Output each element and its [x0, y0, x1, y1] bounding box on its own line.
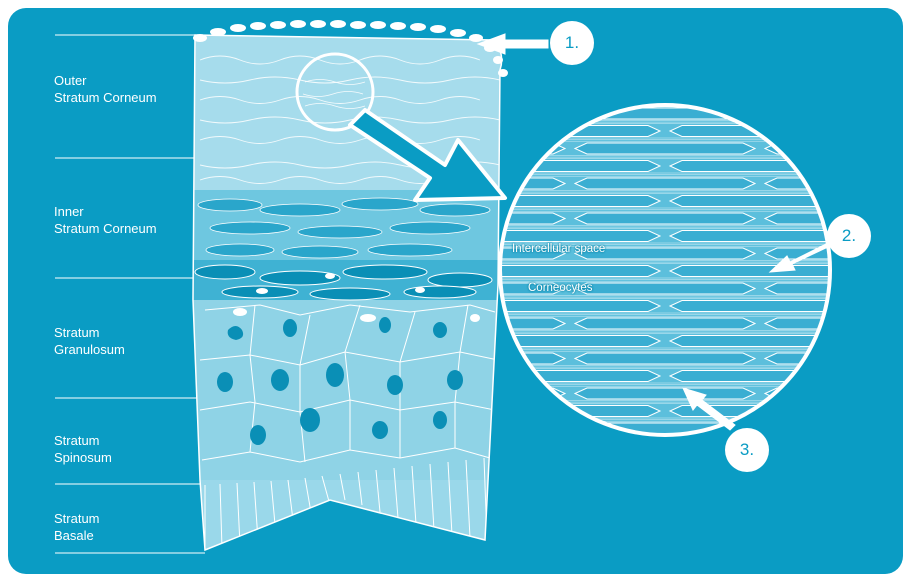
layer-label-stratum-basale: Stratum Basale — [54, 510, 100, 544]
corneocyte-cell — [575, 388, 755, 399]
corneocyte-cell — [480, 231, 660, 242]
layer-separator-lines — [55, 35, 205, 553]
corneocyte-cell — [480, 196, 660, 207]
corneocyte-cell — [575, 283, 755, 294]
corneocyte-cell — [575, 143, 755, 154]
callout-2: 2. — [827, 214, 871, 258]
corneocyte-cell — [575, 178, 755, 189]
corneocyte-cell — [670, 161, 850, 172]
corneocyte-cell — [575, 318, 755, 329]
corneocytes-label: Corneocytes — [528, 282, 593, 294]
intercellular-space-label: Intercellular space — [512, 243, 605, 255]
corneocyte-cell — [480, 161, 660, 172]
corneocyte-cell — [765, 108, 903, 119]
corneocyte-cell — [480, 371, 660, 382]
corneocyte-cell — [765, 283, 903, 294]
corneocyte-cell — [765, 353, 903, 364]
corneocyte-cell — [765, 318, 903, 329]
corneocyte-cell — [480, 301, 660, 312]
corneocyte-cell — [765, 143, 903, 154]
corneocyte-cell — [670, 231, 850, 242]
corneocyte-cell — [480, 336, 660, 347]
layer-label-inner-stratum-corneum: Inner Stratum Corneum — [54, 203, 157, 237]
corneocyte-cell — [575, 353, 755, 364]
layer-label-stratum-spinosum: Stratum Spinosum — [54, 432, 112, 466]
corneocyte-cell — [670, 336, 850, 347]
layer-label-outer-stratum-corneum: Outer Stratum Corneum — [54, 72, 157, 106]
corneocyte-cell — [670, 196, 850, 207]
corneocyte-cell — [765, 423, 903, 434]
corneocyte-cell — [670, 371, 850, 382]
callout-3: 3. — [725, 428, 769, 472]
corneocyte-cell — [480, 266, 660, 277]
tissue-block — [180, 30, 510, 560]
corneocyte-cell — [670, 266, 850, 277]
corneocyte-cell — [670, 301, 850, 312]
corneocyte-cell — [765, 388, 903, 399]
layer-label-stratum-granulosum: Stratum Granulosum — [54, 324, 125, 358]
corneocyte-cell — [575, 213, 755, 224]
corneocyte-cell — [765, 178, 903, 189]
callout-1: 1. — [550, 21, 594, 65]
